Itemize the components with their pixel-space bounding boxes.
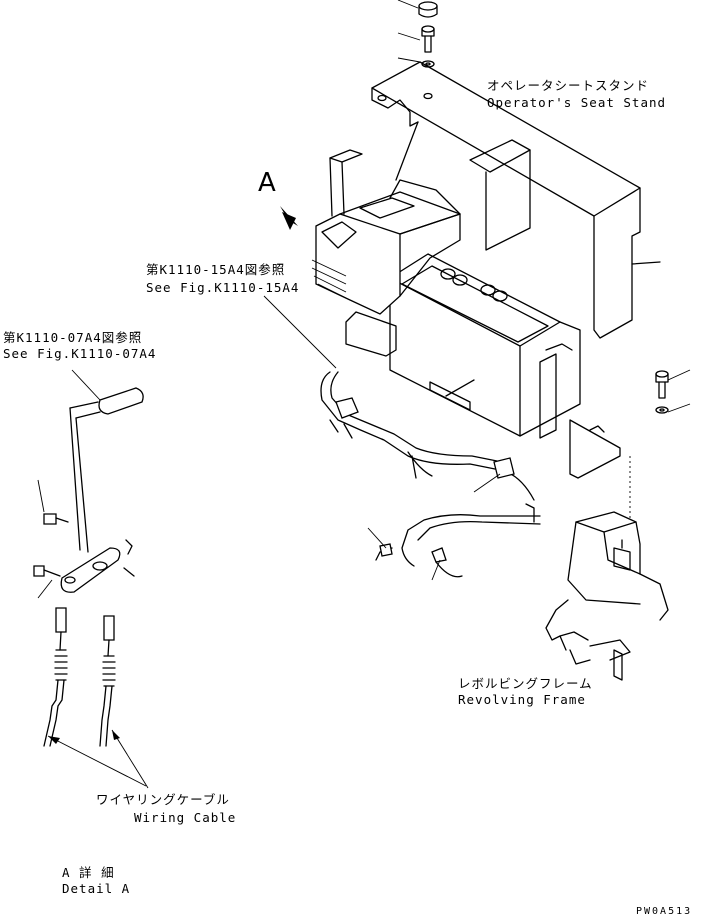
side-hardware-group xyxy=(629,369,691,520)
drawing-code: PW0A513 xyxy=(636,906,693,917)
seat-stand-label-jp: オペレータシートスタンド xyxy=(487,78,650,93)
view-arrow-a xyxy=(280,206,298,230)
wiring-cable-label-en: Wiring Cable xyxy=(134,810,237,825)
cap-part xyxy=(397,0,438,18)
view-marker-a: A xyxy=(258,168,276,198)
wire-harness xyxy=(320,371,541,581)
washer-part xyxy=(397,57,435,68)
ref1-leader-line xyxy=(263,295,337,369)
revolving-frame-label-jp: レボルビングフレーム xyxy=(458,676,593,691)
detail-a-label-jp: A 詳 細 xyxy=(62,865,115,880)
wiring-cable-label-jp: ワイヤリングケーブル xyxy=(96,792,230,807)
seat-stand-label-en: Operator's Seat Stand xyxy=(487,95,667,110)
ref1-label-jp: 第K1110-15A4図参照 xyxy=(146,262,286,277)
revolving-frame-label-en: Revolving Frame xyxy=(458,692,586,707)
seat-hardware-group xyxy=(397,0,438,68)
bolt-part xyxy=(397,25,435,53)
detail-a-assembly xyxy=(33,369,149,789)
ref2-label-en: See Fig.K1110-07A4 xyxy=(3,346,157,361)
console-unit xyxy=(311,149,461,357)
ref2-label-jp: 第K1110-07A4図参照 xyxy=(3,330,143,345)
seat-stand xyxy=(371,61,661,479)
revolving-frame xyxy=(545,511,669,681)
ref1-label-en: See Fig.K1110-15A4 xyxy=(146,280,300,295)
detail-a-label-en: Detail A xyxy=(62,881,131,896)
